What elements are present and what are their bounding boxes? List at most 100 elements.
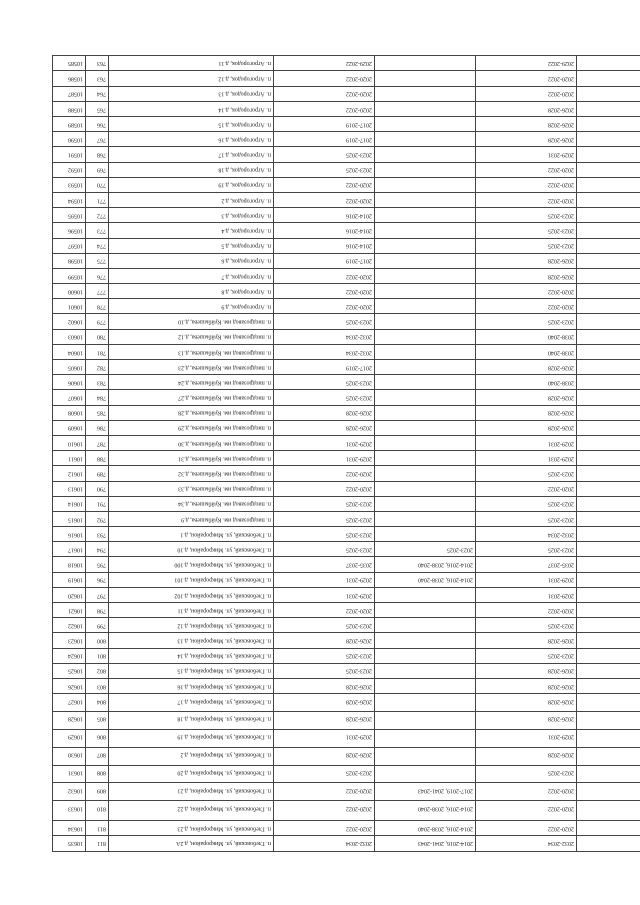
cell-period-3: 2023-2025	[475, 313, 577, 330]
cell-number: 804	[85, 693, 109, 712]
cell-period-4: 2026-2028	[576, 693, 640, 712]
cell-period-4: 2023-2025	[576, 648, 640, 664]
cell-address: п. Агрогородок, д.13	[108, 86, 274, 102]
cell-id: 10628	[52, 711, 86, 730]
cell-period-4: 2020-2022	[576, 800, 640, 821]
cell-period-4: 2029-2031	[576, 435, 640, 451]
cell-id: 10626	[52, 678, 86, 694]
cell-period-3: 2023-2025	[475, 496, 577, 512]
cell-period-2	[374, 222, 476, 239]
cell-period-1: 2020-2022	[273, 70, 375, 87]
cell-period-3: 2026-2028	[475, 359, 577, 375]
cell-period-4: 2020-2022	[576, 131, 640, 147]
cell-id: 10616	[52, 526, 86, 542]
cell-period-1: 2017-2019	[273, 116, 375, 132]
cell-number: 772	[85, 207, 109, 223]
cell-period-2	[374, 602, 476, 618]
cell-number: 794	[85, 541, 109, 557]
cell-number: 775	[85, 253, 109, 269]
cell-period-4: 2029-2031	[576, 729, 640, 748]
cell-address: п. Глебовский, ул. Микрорайон, д.22	[108, 800, 274, 821]
cell-period-2	[374, 481, 476, 497]
cell-period-3: 2020-2022	[475, 602, 577, 618]
cell-period-4: 2026-2028	[576, 162, 640, 178]
cell-period-4: 2023-2025	[576, 192, 640, 208]
cell-address: п. Агрогородок, д.9	[108, 298, 274, 314]
cell-period-4: 2020-2022	[576, 465, 640, 482]
cell-address: п. Глебовский, ул. Микрорайон, д.23	[108, 820, 274, 836]
cell-period-2	[374, 177, 476, 193]
cell-period-2	[374, 711, 476, 730]
cell-id: 10603	[52, 329, 86, 345]
cell-period-4: 2023-2025	[576, 86, 640, 102]
cell-address: п. Глебовский, ул. Микрорайон, д.18	[108, 711, 274, 730]
cell-id: 10594	[52, 192, 86, 208]
cell-period-4: 2026-2028	[576, 632, 640, 649]
cell-period-1: 2020-2022	[273, 800, 375, 821]
cell-period-1: 2020-2022	[273, 101, 375, 117]
cell-period-1: 2029-2031	[273, 729, 375, 748]
cell-number: 805	[85, 711, 109, 730]
cell-period-4: 2032-2034	[576, 835, 640, 852]
cell-id: 10622	[52, 617, 86, 633]
cell-period-4: 2023-2025	[576, 298, 640, 314]
cell-period-2	[374, 162, 476, 178]
cell-period-2	[374, 729, 476, 748]
cell-id: 10602	[52, 313, 86, 330]
cell-period-1: 2026-2028	[273, 747, 375, 766]
cell-id: 10618	[52, 556, 86, 573]
cell-number: 767	[85, 131, 109, 147]
cell-address: п. пиодрозавод им. Куйбышева, д.10	[108, 313, 274, 330]
cell-address: п. Агрогородок, д.17	[108, 146, 274, 163]
cell-id: 10595	[52, 207, 86, 223]
cell-period-4: 2026-2028	[576, 678, 640, 694]
cell-number: 780	[85, 329, 109, 345]
cell-period-2	[374, 496, 476, 512]
cell-id: 10609	[52, 420, 86, 436]
cell-period-2	[374, 420, 476, 436]
cell-id: 10621	[52, 602, 86, 618]
cell-number: 777	[85, 283, 109, 299]
cell-address: п. Глебовский, ул. Микрорайон, д.2А	[108, 835, 274, 852]
cell-id: 10600	[52, 283, 86, 299]
cell-period-3: 2029-2022	[475, 55, 577, 71]
cell-period-4: 2023-2025	[576, 101, 640, 117]
cell-number: 799	[85, 617, 109, 633]
cell-address: п. пиодрозавод им. Куйбышева, д.34	[108, 496, 274, 512]
cell-period-1: 2032-2034	[273, 329, 375, 345]
cell-period-1: 2023-2025	[273, 765, 375, 783]
cell-period-3: 2023-2025	[475, 765, 577, 783]
cell-period-4: 2023-2025	[576, 253, 640, 269]
cell-period-4: 2023-2025	[576, 55, 640, 71]
cell-number: 797	[85, 587, 109, 603]
cell-number: 763	[85, 55, 109, 71]
cell-address: п. Глебовский, ул. Микрорайон, д.15	[108, 663, 274, 679]
cell-period-1: 2023-2025	[273, 663, 375, 679]
cell-id: 10629	[52, 729, 86, 748]
cell-period-2	[374, 298, 476, 314]
cell-period-3: 2026-2028	[475, 678, 577, 694]
cell-address: п. Агрогородок, д.18	[108, 162, 274, 178]
cell-address: п. пиодрозавод им. Куйбышева, д.9	[108, 511, 274, 527]
cell-period-1: 2029-2031	[273, 450, 375, 466]
cell-period-2	[374, 465, 476, 482]
cell-period-3: 2020-2022	[475, 782, 577, 801]
cell-period-3: 2020-2022	[475, 820, 577, 836]
table-row: 2032-2034 2020-2022 2020-2022 2020-2022 2023…	[273, 55, 375, 852]
cell-period-3: 2023-2025	[475, 207, 577, 223]
cell-period-2	[374, 55, 476, 71]
cell-period-2	[374, 678, 476, 694]
cell-period-2	[374, 693, 476, 712]
cell-number: 783	[85, 374, 109, 390]
cell-address: п. Агрогородок, д.3	[108, 207, 274, 223]
cell-period-3: 2023-2025	[475, 465, 577, 482]
cell-period-3: 2026-2028	[475, 632, 577, 649]
cell-period-1: 2017-2019	[273, 131, 375, 147]
cell-period-4: 2020-2022	[576, 820, 640, 836]
cell-period-1: 2026-2028	[273, 711, 375, 730]
cell-number: 795	[85, 556, 109, 573]
cell-address: п. пиодрозавод им. Куйбышева, д.28	[108, 405, 274, 421]
cell-id: 10633	[52, 800, 86, 821]
cell-period-4: 2026-2028	[576, 222, 640, 239]
